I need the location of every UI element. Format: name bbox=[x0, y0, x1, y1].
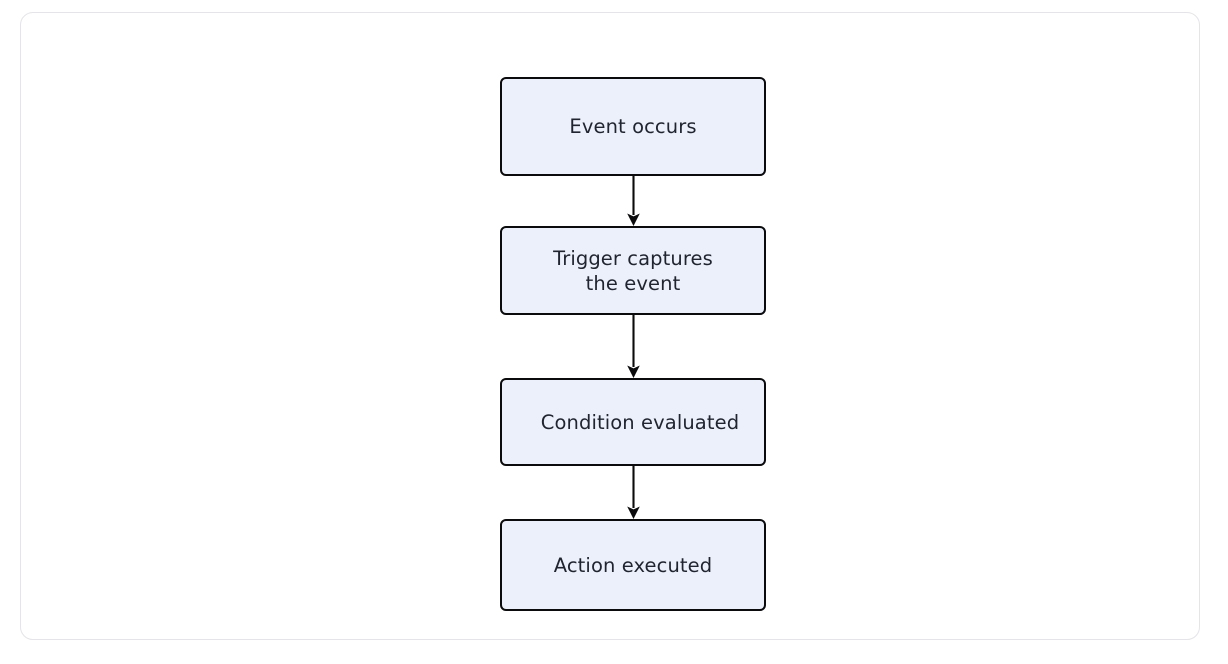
flow-edge-n3-n4 bbox=[626, 466, 641, 519]
flow-node-event-occurs[interactable]: Event occurs bbox=[500, 77, 766, 176]
flow-edge-n1-n2 bbox=[626, 176, 641, 226]
flow-node-action-executed[interactable]: Action executed bbox=[500, 519, 766, 611]
arrow-down-icon bbox=[627, 176, 640, 226]
flow-node-condition-evaluated[interactable]: Condition evaluated bbox=[500, 378, 766, 466]
flowchart: Event occurs Trigger captures the event … bbox=[21, 13, 1199, 639]
flow-node-label: Action executed bbox=[553, 553, 713, 577]
flow-node-label: Trigger captures the event bbox=[553, 246, 713, 295]
flow-node-trigger-captures-the-event[interactable]: Trigger captures the event bbox=[500, 226, 766, 315]
flow-node-label: Event occurs bbox=[569, 115, 697, 138]
arrow-down-icon bbox=[627, 315, 640, 378]
diagram-card: Event occurs Trigger captures the event … bbox=[20, 12, 1200, 640]
flow-node-label: Condition evaluated bbox=[540, 410, 740, 434]
arrow-down-icon bbox=[627, 466, 640, 519]
flow-edge-n2-n3 bbox=[626, 315, 641, 378]
